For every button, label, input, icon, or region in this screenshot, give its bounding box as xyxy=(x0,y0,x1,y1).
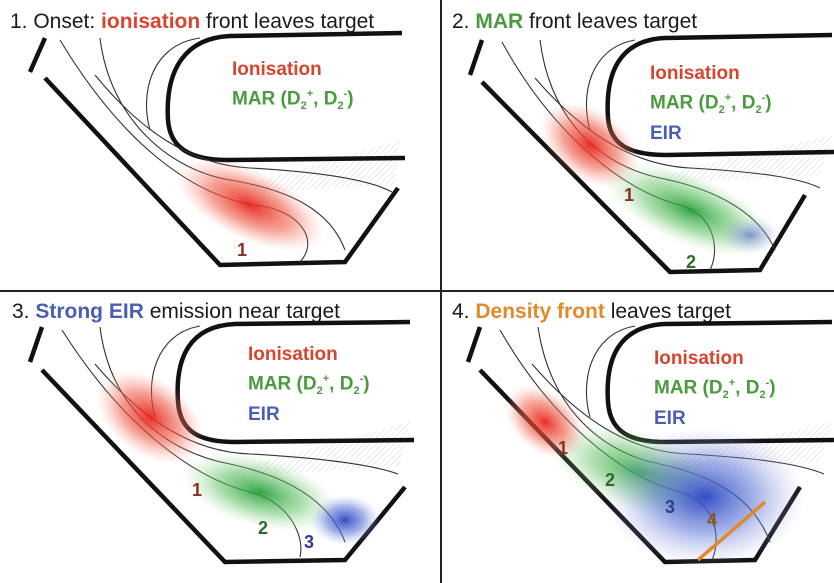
legend-mar: MAR (D2+, D2-) xyxy=(232,82,354,118)
legend-mar: MAR (D2+, D2-) xyxy=(650,86,772,122)
legend: Ionisation MAR (D2+, D2-) EIR xyxy=(650,62,772,146)
marker-2: 2 xyxy=(686,252,697,272)
marker-1: 1 xyxy=(624,185,635,205)
sup-minus: - xyxy=(765,377,770,389)
sub-2: 2 xyxy=(300,100,307,113)
mar-prefix: MAR (D xyxy=(650,92,719,114)
legend: Ionisation MAR (D2+, D2-) xyxy=(232,58,354,118)
title-prefix: 4. xyxy=(452,300,476,323)
ionisation-blob xyxy=(540,102,640,188)
sub-2: 2 xyxy=(722,389,729,402)
sub-2: 2 xyxy=(316,385,323,398)
panel-divider-vertical xyxy=(440,0,442,583)
panel-1: 1. Onset: ionisation front leaves target… xyxy=(0,0,417,291)
title-highlight: ionisation xyxy=(101,10,201,33)
mar-close: ) xyxy=(765,92,772,114)
title-suffix: front leaves target xyxy=(200,10,375,33)
mar-sep: , D xyxy=(313,88,338,110)
ionisation-blob xyxy=(505,385,585,459)
mar-close: ) xyxy=(363,373,370,395)
mar-sep: , D xyxy=(329,373,354,395)
title-prefix: 3. xyxy=(12,300,36,323)
legend-ionisation: Ionisation xyxy=(248,344,338,365)
mar-close: ) xyxy=(347,88,354,110)
marker-3: 3 xyxy=(665,497,676,517)
marker-1: 1 xyxy=(192,480,203,500)
divertor-diagram-1 xyxy=(27,30,406,268)
mar-blob xyxy=(182,452,338,532)
sup-minus: - xyxy=(761,92,766,104)
eir-blob xyxy=(310,495,380,545)
sub-2b: 2 xyxy=(337,100,344,113)
legend-mar: MAR (D2+, D2-) xyxy=(654,371,776,407)
panel-2: 2. MAR front leaves target Ionisation MA… xyxy=(440,0,834,291)
mar-prefix: MAR (D xyxy=(232,88,301,110)
marker-2: 2 xyxy=(605,470,616,490)
title-highlight: Strong EIR xyxy=(35,300,144,323)
ionisation-blob xyxy=(96,370,204,464)
legend-eir: EIR xyxy=(248,404,280,426)
wall-inner xyxy=(165,30,406,163)
sup-minus: - xyxy=(359,373,364,385)
panel-divider-horizontal xyxy=(0,290,834,292)
legend: Ionisation MAR (D2+, D2-) EIR xyxy=(248,343,370,427)
marker-3: 3 xyxy=(304,532,315,552)
density-front-line xyxy=(696,500,767,562)
mar-prefix: MAR (D xyxy=(248,373,317,395)
legend-eir: EIR xyxy=(654,408,686,430)
divertor-diagram-3 xyxy=(27,319,415,565)
legend-ionisation: Ionisation xyxy=(232,59,322,80)
sup-plus: + xyxy=(728,377,736,389)
marker-2: 2 xyxy=(258,518,269,538)
sup-minus: - xyxy=(343,88,348,100)
sub-2b: 2 xyxy=(759,389,766,402)
title-highlight: Density front xyxy=(475,300,605,323)
panel-3: 3. Strong EIR emission near target Ionis… xyxy=(0,292,417,583)
divertor-diagram-4 xyxy=(465,319,834,567)
wall-outer xyxy=(27,37,400,268)
sub-2: 2 xyxy=(718,104,725,117)
legend-mar: MAR (D2+, D2-) xyxy=(248,367,370,403)
eir-blob xyxy=(720,217,780,253)
marker-1: 1 xyxy=(237,240,248,260)
panel-title: 4. Density front leaves target xyxy=(452,300,731,324)
marker-1: 1 xyxy=(558,438,569,458)
mar-prefix: MAR (D xyxy=(654,377,723,399)
sup-plus: + xyxy=(322,373,330,385)
title-suffix: emission near target xyxy=(143,300,340,323)
divertor-diagram-2 xyxy=(467,32,834,275)
title-suffix: front leaves target xyxy=(523,10,698,33)
panel-4: 4. Density front leaves target Ionisatio… xyxy=(440,292,834,583)
ionisation-blob xyxy=(176,158,324,252)
sup-plus: + xyxy=(724,92,732,104)
legend-ionisation: Ionisation xyxy=(650,63,740,84)
mar-close: ) xyxy=(769,377,776,399)
title-prefix: 2. xyxy=(452,10,476,33)
sub-2b: 2 xyxy=(353,385,360,398)
legend-ionisation: Ionisation xyxy=(654,348,744,369)
mar-sep: , D xyxy=(735,377,760,399)
title-highlight: MAR xyxy=(475,10,524,33)
panel-title: 2. MAR front leaves target xyxy=(452,10,697,34)
marker-4: 4 xyxy=(707,510,718,530)
title-prefix: 1. Onset: xyxy=(10,10,102,33)
mar-sep: , D xyxy=(731,92,756,114)
legend-eir: EIR xyxy=(650,123,682,145)
legend: Ionisation MAR (D2+, D2-) EIR xyxy=(654,347,776,431)
panel-title: 1. Onset: ionisation front leaves target xyxy=(10,10,374,34)
panel-title: 3. Strong EIR emission near target xyxy=(12,300,340,324)
title-suffix: leaves target xyxy=(604,300,731,323)
sup-plus: + xyxy=(306,88,314,100)
eir-blob xyxy=(605,427,805,567)
sub-2b: 2 xyxy=(755,104,762,117)
